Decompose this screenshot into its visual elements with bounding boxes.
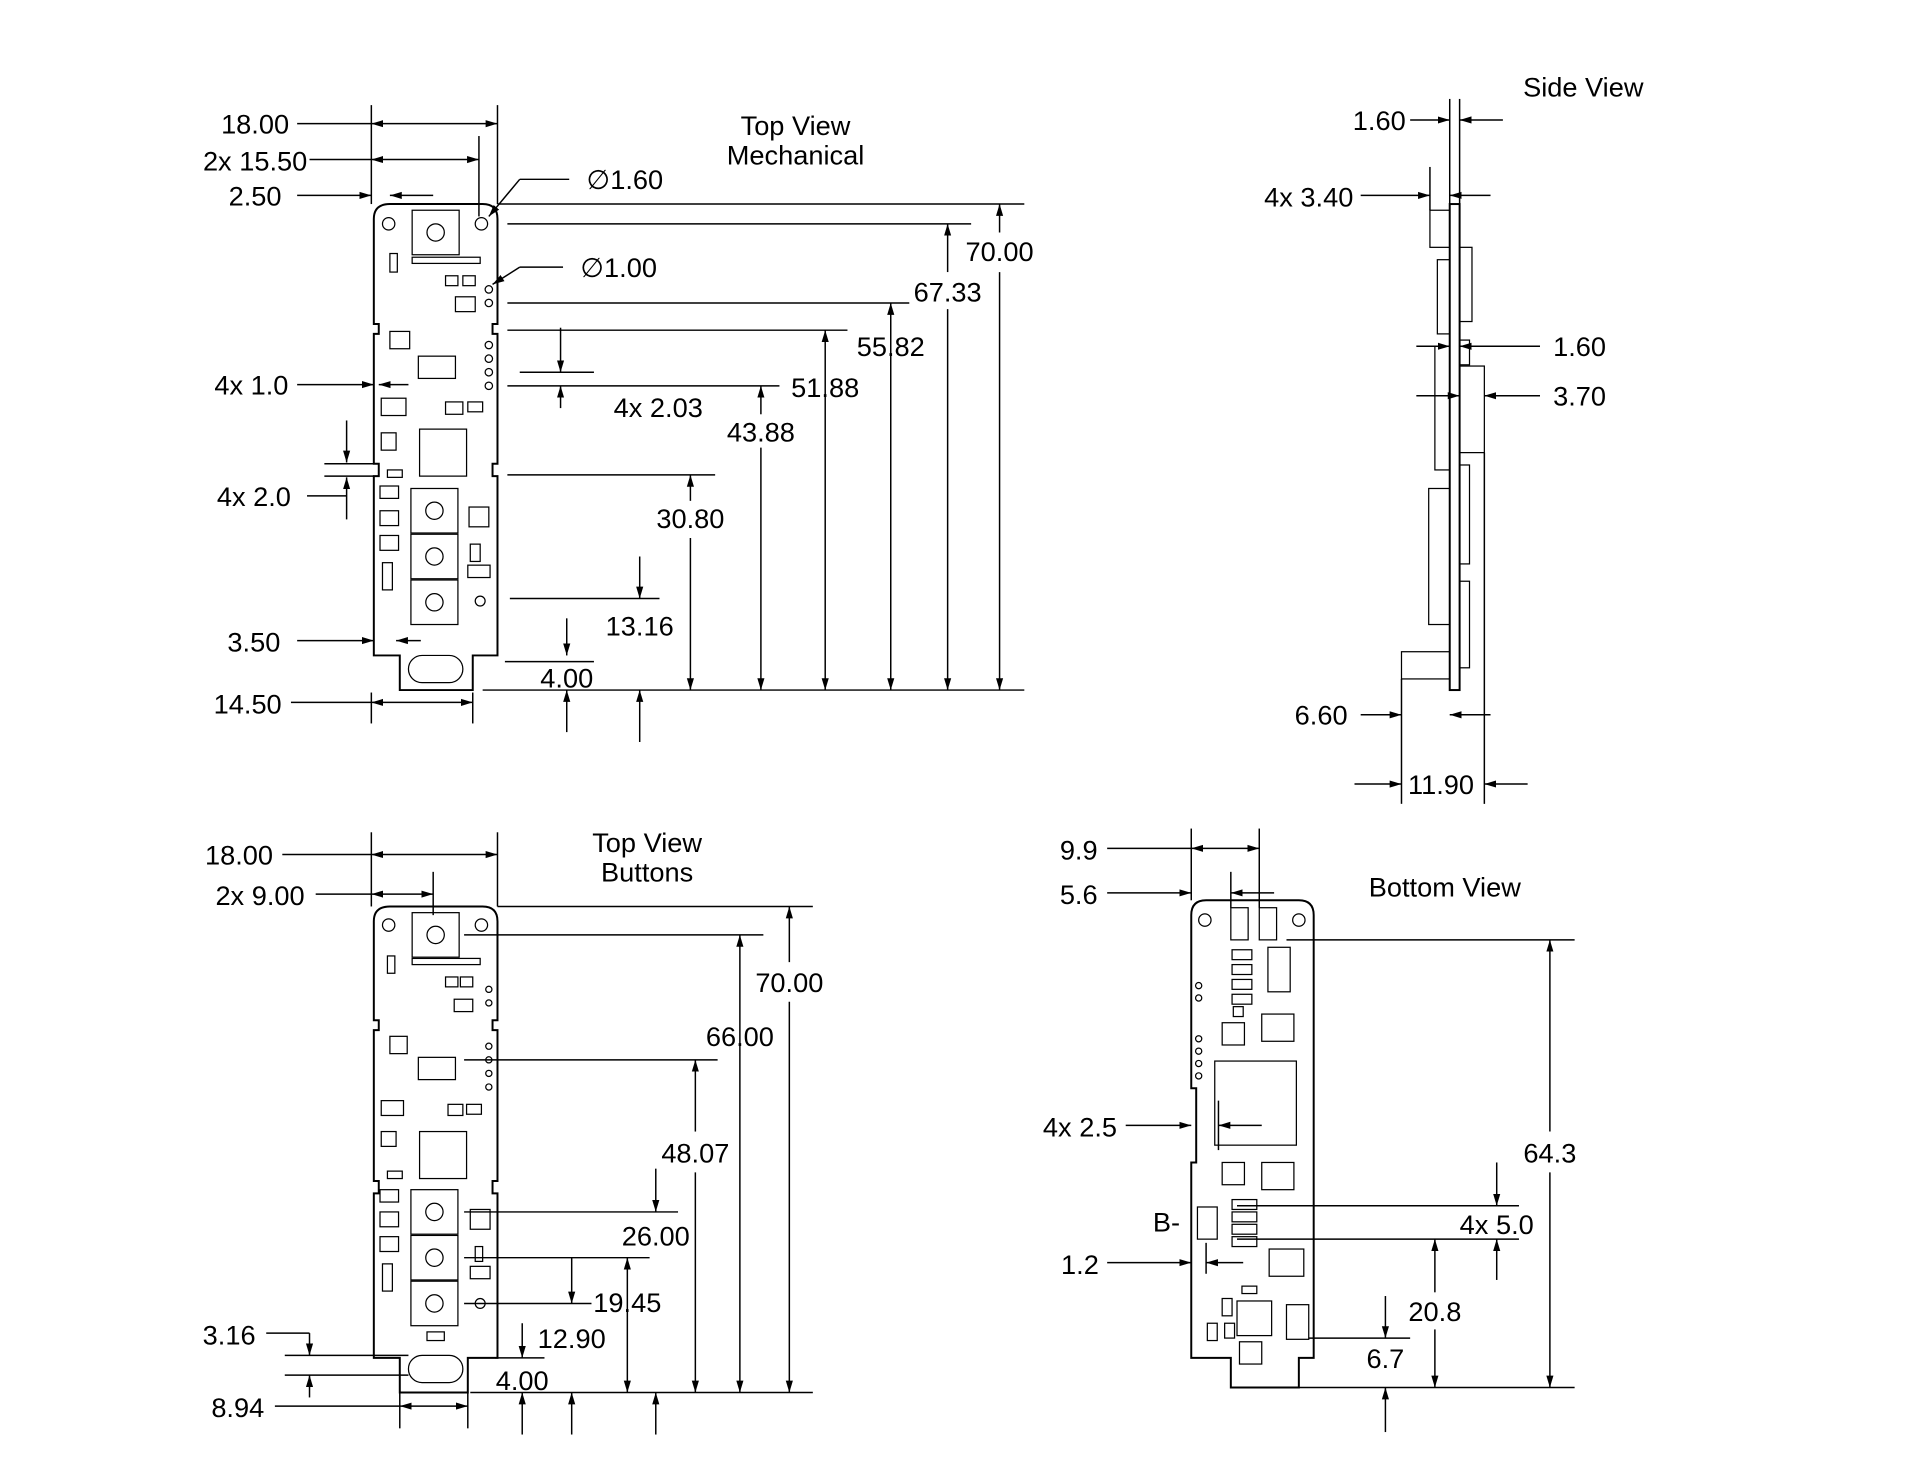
dim-label: 4x 2.5 — [1043, 1111, 1117, 1142]
dim-label: 4.00 — [496, 1365, 549, 1396]
dim-label: 70.00 — [755, 967, 823, 998]
dim-label: 14.50 — [214, 689, 282, 720]
dim-label: 3.70 — [1553, 381, 1606, 412]
view-title: Top View — [592, 827, 702, 858]
dim-label: 70.00 — [966, 236, 1034, 267]
dim-label: ∅1.60 — [587, 164, 664, 195]
view-title: Bottom View — [1369, 872, 1521, 903]
dim-label: ∅1.00 — [580, 252, 657, 283]
pcb-outline — [372, 905, 499, 1394]
dim-label: 19.45 — [593, 1287, 661, 1318]
dim-label: 2x 9.00 — [215, 880, 304, 911]
dim-label: 6.7 — [1367, 1343, 1405, 1374]
view-title: Side View — [1523, 71, 1644, 102]
dim-label: 67.33 — [914, 277, 982, 308]
dim-label: 26.00 — [622, 1220, 690, 1251]
dim-label: 4x 1.0 — [214, 369, 288, 400]
dim-label: 4x 2.0 — [217, 481, 291, 512]
dim-label: 3.16 — [203, 1319, 256, 1350]
dim-label: 11.90 — [1408, 769, 1474, 800]
pcb-outline — [1190, 899, 1315, 1389]
dim-label: 4x 2.03 — [614, 392, 703, 423]
dim-label: 8.94 — [211, 1392, 264, 1423]
dim-label: 55.82 — [857, 331, 925, 362]
dim-label: 4x 3.40 — [1264, 182, 1353, 213]
dim-label: 48.07 — [661, 1137, 729, 1168]
dim-label: 2x 15.50 — [203, 146, 307, 177]
top-view-mechanical: Top View Mechanical 18.00 2x 15.50 2.50 … — [203, 105, 1034, 742]
dim-label: 4.00 — [540, 663, 593, 694]
dim-label: 6.60 — [1295, 700, 1348, 731]
top-view-buttons: Top View Buttons 18.00 2x 9.00 70.00 66.… — [203, 827, 823, 1435]
dim-label: 18.00 — [205, 839, 273, 870]
dim-label: 43.88 — [727, 416, 795, 447]
dim-label: 13.16 — [606, 611, 674, 642]
pcb-edge — [1448, 203, 1461, 692]
dim-label: 4x 5.0 — [1460, 1209, 1534, 1240]
dim-label: 64.3 — [1523, 1137, 1576, 1168]
view-title: Top View — [741, 110, 851, 141]
dim-label: 18.00 — [221, 109, 289, 140]
view-subtitle: Mechanical — [727, 139, 865, 170]
bottom-view: Bottom View 9.9 5.6 4x 2.5 64.3 B- 4x 5.… — [1043, 828, 1576, 1433]
pad-label: B- — [1153, 1207, 1180, 1238]
dim-label: 12.90 — [538, 1323, 606, 1354]
pcb-outline — [372, 203, 499, 692]
dim-label: 66.00 — [706, 1021, 774, 1052]
dim-label: 3.50 — [227, 627, 280, 658]
dim-label: 20.8 — [1408, 1296, 1461, 1327]
dim-label: 9.9 — [1060, 834, 1098, 865]
dim-label: 51.88 — [791, 372, 859, 403]
view-subtitle: Buttons — [601, 857, 693, 888]
dim-label: 1.2 — [1061, 1249, 1099, 1280]
dim-label: 2.50 — [229, 180, 282, 211]
dim-label: 1.60 — [1353, 105, 1406, 136]
side-view: Side View 1.60 4x 3.40 1.60 3.70 6.60 11… — [1264, 71, 1644, 804]
dim-label: 5.6 — [1060, 879, 1098, 910]
dim-label: 1.60 — [1553, 331, 1606, 362]
dim-label: 30.80 — [656, 503, 724, 534]
